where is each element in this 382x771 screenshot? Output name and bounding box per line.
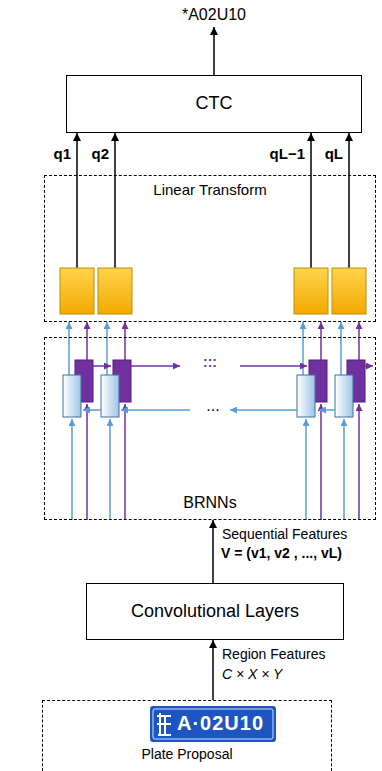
recurrent-arrow xyxy=(83,409,101,411)
forward-output xyxy=(340,337,342,375)
backward-output xyxy=(86,337,88,360)
output-line xyxy=(348,175,350,268)
linear-unit xyxy=(332,268,366,314)
plate-text: A·02U10 xyxy=(177,711,264,735)
connector-arrow xyxy=(320,322,322,337)
process-box: CTC xyxy=(66,75,362,133)
backward-input xyxy=(320,404,322,520)
output-line xyxy=(310,175,312,268)
forward-output xyxy=(302,337,304,375)
forward-output xyxy=(68,337,70,375)
connector-arrow xyxy=(76,133,78,175)
layer-group: Linear Transform xyxy=(44,175,376,322)
linear-unit xyxy=(98,268,132,314)
node-label: Linear Transform xyxy=(153,181,266,199)
connector-arrow xyxy=(86,322,88,337)
plate-image xyxy=(150,706,276,742)
connector xyxy=(349,133,350,175)
connector xyxy=(69,322,87,337)
recurrent-arrow xyxy=(365,365,373,367)
forward-input xyxy=(71,419,73,520)
ellipsis: ::: xyxy=(203,354,217,371)
connector-arrow xyxy=(358,322,360,337)
linear-unit xyxy=(60,268,94,314)
backward-output xyxy=(320,337,322,360)
edge-label: qL xyxy=(324,145,344,163)
output-arrow xyxy=(213,27,215,75)
connector xyxy=(341,322,359,337)
recurrent-arrow xyxy=(93,365,111,367)
connector xyxy=(115,133,116,175)
backward-output xyxy=(124,337,126,360)
edge-label: q1 xyxy=(52,145,72,163)
feature-formula: V = (v1, v2 , ..., vL) xyxy=(221,545,342,562)
backward-input xyxy=(86,404,88,520)
connector xyxy=(303,322,321,337)
connector-arrow xyxy=(340,322,342,337)
plate-frame xyxy=(153,709,273,739)
process-box: Convolutional Layers xyxy=(86,583,344,640)
output-line xyxy=(114,175,116,268)
ellipsis: ... xyxy=(206,396,219,415)
connector xyxy=(213,520,214,583)
edge-label: qL−1 xyxy=(269,145,306,163)
connector-arrow xyxy=(124,322,126,337)
node-label: Plate Proposal xyxy=(141,746,232,763)
linear-unit xyxy=(294,268,328,314)
output-line xyxy=(76,175,78,268)
connector-arrow xyxy=(310,133,312,175)
forward-cell xyxy=(335,375,353,417)
connector-arrow xyxy=(114,133,116,175)
plate-glyph xyxy=(157,713,171,736)
forward-input xyxy=(343,419,345,520)
connector-arrow xyxy=(348,133,350,175)
forward-input xyxy=(305,419,307,520)
backward-input xyxy=(358,404,360,520)
connector xyxy=(107,322,125,337)
connector xyxy=(311,133,312,175)
forward-cell xyxy=(297,375,315,417)
node-label: Convolutional Layers xyxy=(131,601,299,623)
input-group: Plate Proposal xyxy=(42,700,332,771)
recurrent-arrow xyxy=(121,409,190,411)
connector-arrow xyxy=(212,640,214,700)
backward-output xyxy=(358,337,360,360)
connector xyxy=(213,640,214,700)
connector-arrow xyxy=(212,520,214,583)
recurrent-arrow xyxy=(131,365,180,367)
connector-arrow xyxy=(106,322,108,337)
forward-cell xyxy=(63,375,81,417)
node-label: BRNNs xyxy=(183,493,236,512)
node-label: CTC xyxy=(196,93,233,115)
connector-arrow xyxy=(302,322,304,337)
output-text: *A02U10 xyxy=(182,5,246,24)
feature-dimension: C × X × Y xyxy=(222,666,282,683)
connector-arrow xyxy=(68,322,70,337)
forward-output xyxy=(106,337,108,375)
forward-cell xyxy=(101,375,119,417)
recurrent-arrow xyxy=(319,409,335,411)
recurrent-arrow xyxy=(240,365,307,367)
recurrent-arrow xyxy=(230,409,297,411)
backward-input xyxy=(124,404,126,520)
edge-label: Region Features xyxy=(221,646,327,663)
connector xyxy=(77,133,78,175)
edge-label: q2 xyxy=(90,145,110,163)
forward-input xyxy=(109,419,111,520)
edge-label: Sequential Features xyxy=(221,526,348,543)
